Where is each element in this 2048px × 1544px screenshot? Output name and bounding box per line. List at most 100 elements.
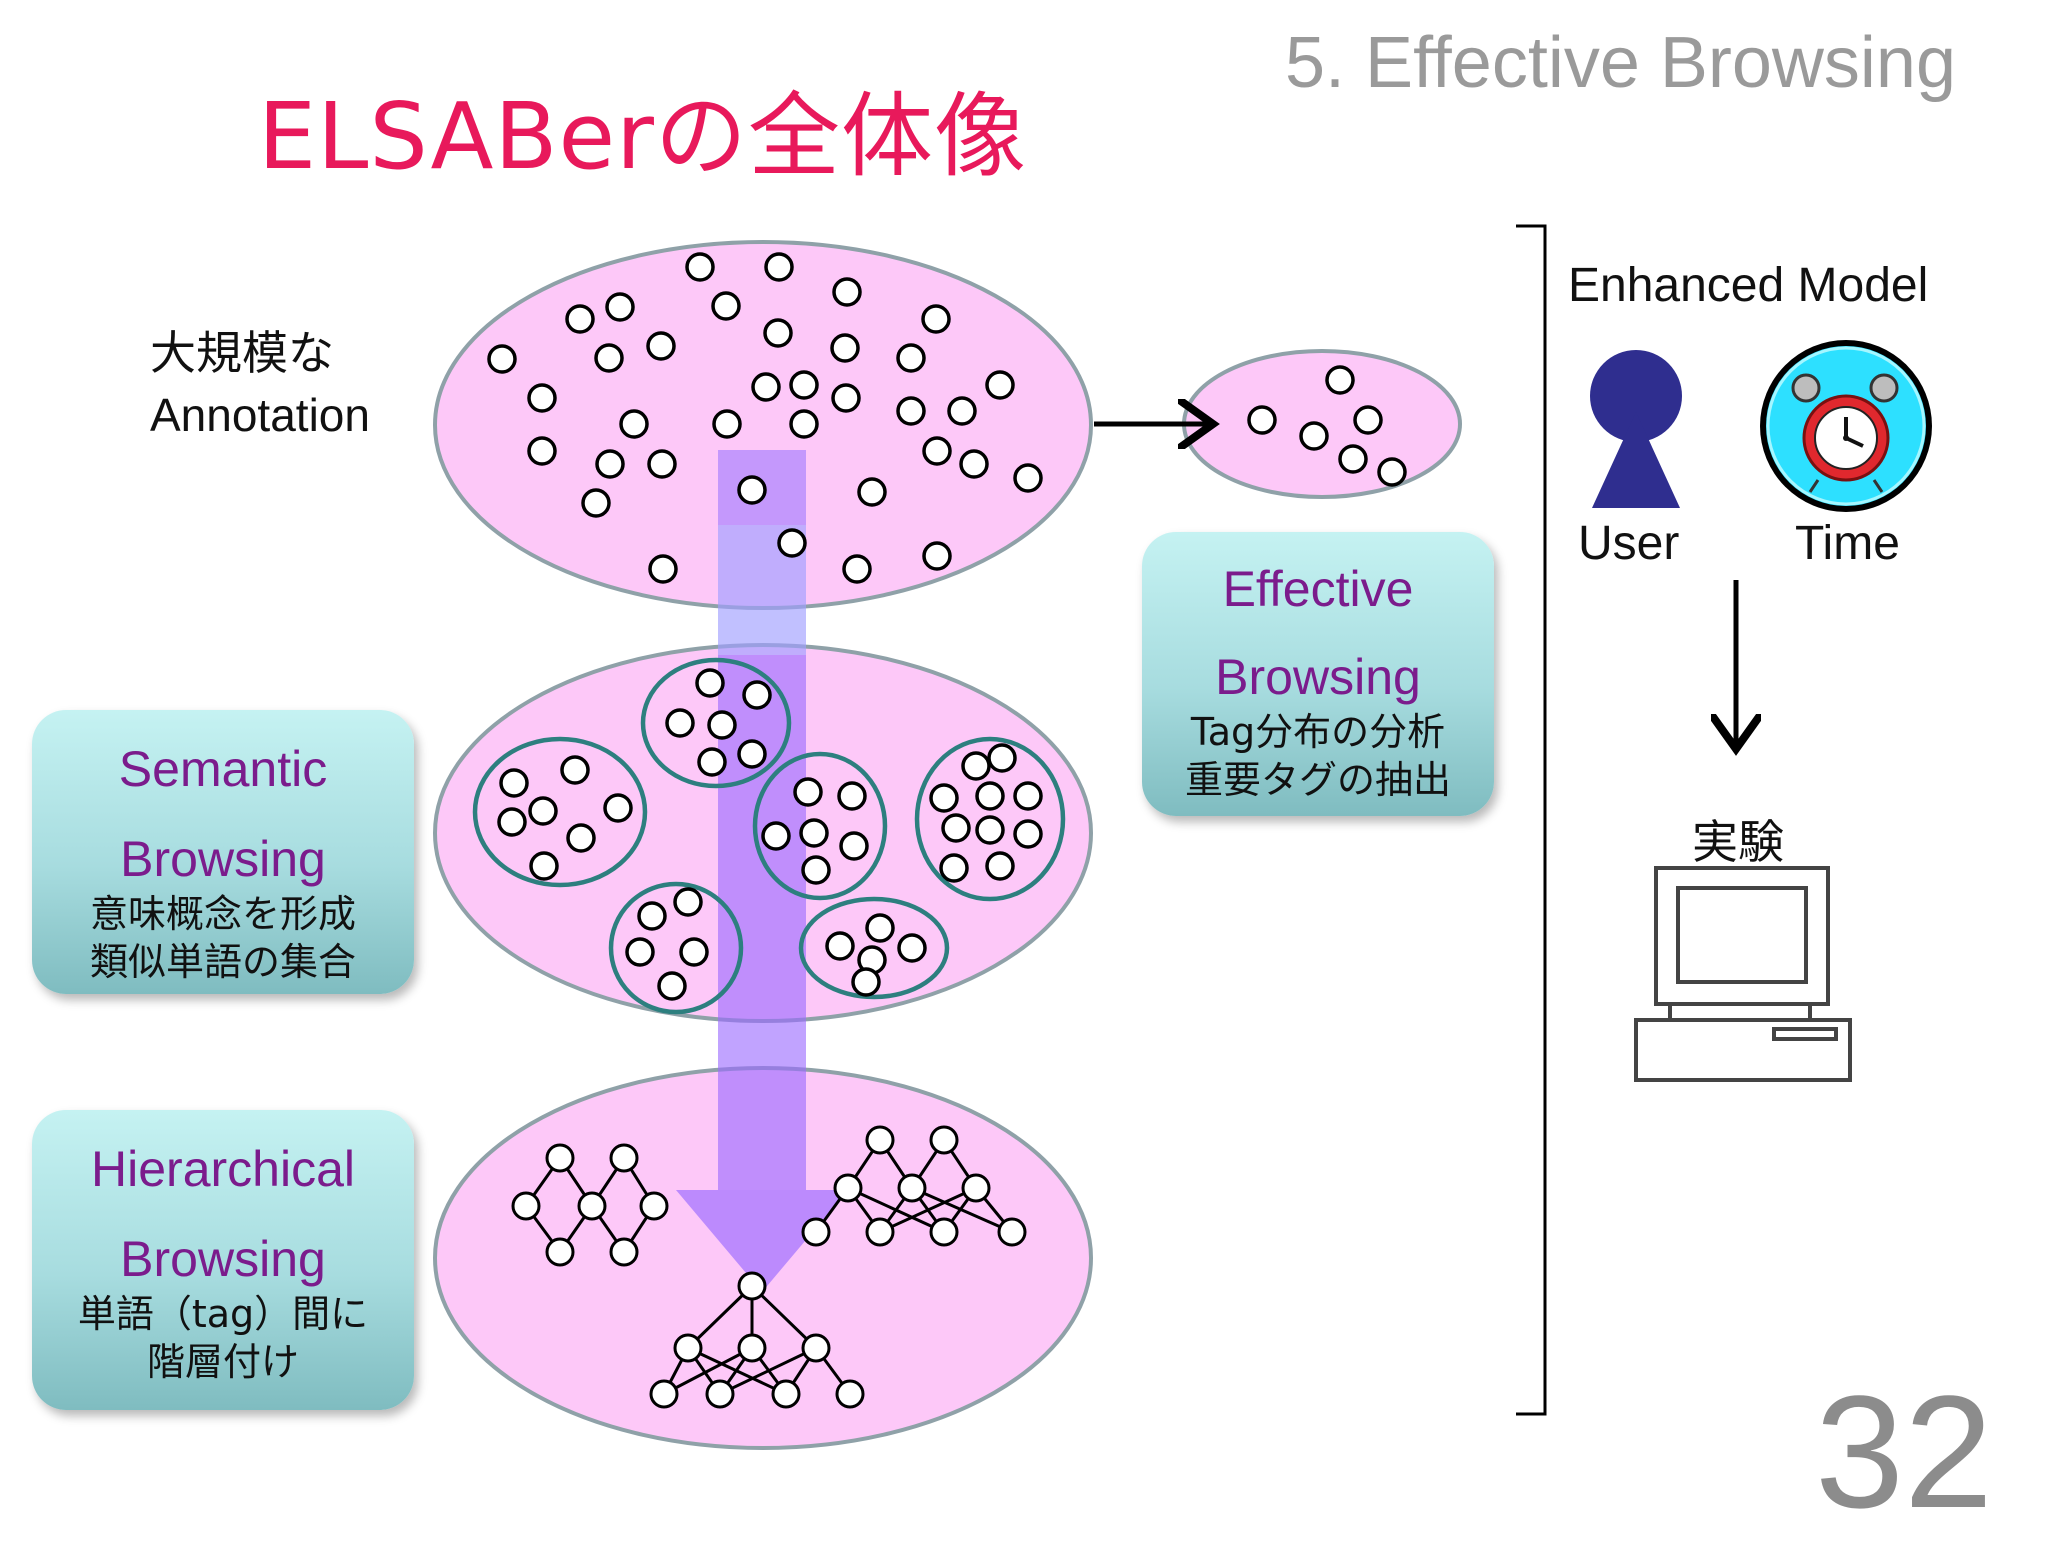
semantic-browsing-title-line2: Browsing	[120, 831, 326, 887]
annotation-label-line1: 大規模な	[150, 327, 334, 379]
tag-node	[529, 851, 559, 881]
cluster	[640, 657, 792, 789]
tag-node	[625, 937, 655, 967]
tag-node	[839, 831, 869, 861]
tag-node	[673, 887, 703, 917]
tag-node	[712, 409, 742, 439]
effective-tags	[1247, 365, 1407, 487]
tag-node	[646, 331, 676, 361]
tag-node	[594, 343, 624, 373]
tag-node	[825, 931, 855, 961]
user-label: User	[1578, 517, 1680, 570]
tag-node	[737, 475, 767, 505]
tag-node	[961, 751, 991, 781]
tag-node	[1353, 405, 1383, 435]
tag-node	[763, 318, 793, 348]
hierarchical-browsing-title-line2: Browsing	[120, 1231, 326, 1287]
tag-node	[1299, 421, 1329, 451]
tag-node	[975, 815, 1005, 845]
tag-node	[637, 901, 667, 931]
tag-node	[896, 343, 926, 373]
tag-node	[527, 436, 557, 466]
tag-node	[603, 793, 633, 823]
tag-node	[647, 449, 677, 479]
tag-node	[985, 370, 1015, 400]
semantic-browsing-desc-line2: 類似単語の集合	[89, 940, 356, 984]
tag-node	[581, 488, 611, 518]
alarm-clock-icon	[1760, 340, 1932, 512]
cluster	[472, 736, 648, 888]
tag-node	[789, 370, 819, 400]
tag-node	[697, 747, 727, 777]
tag-node	[499, 768, 529, 798]
annotation-label: 大規模な Annotation	[150, 322, 370, 446]
tag-node	[619, 409, 649, 439]
effective-browsing-desc-line2: 重要タグの抽出	[1184, 758, 1451, 802]
tag-node	[921, 304, 951, 334]
tag-node	[1013, 781, 1043, 811]
tag-node	[777, 528, 807, 558]
tag-node	[1247, 405, 1277, 435]
tag-node	[1013, 819, 1043, 849]
tag-node	[975, 781, 1005, 811]
tag-node	[528, 796, 558, 826]
enhanced-model-bracket	[1516, 224, 1547, 1416]
tag-node	[793, 777, 823, 807]
tag-node	[761, 821, 791, 851]
cluster	[752, 751, 888, 901]
tag-node	[737, 739, 767, 769]
tag-node	[897, 933, 927, 963]
tag-node	[851, 967, 881, 997]
semantic-clusters	[472, 657, 1066, 1015]
time-label: Time	[1795, 517, 1900, 570]
tag-node	[857, 477, 887, 507]
tag-node	[565, 304, 595, 334]
semantic-browsing-title-line1: Semantic	[118, 741, 328, 797]
tag-node	[842, 554, 872, 584]
slide-title: ELSABerの全体像	[258, 83, 1027, 190]
effective-browsing-title-line1: Effective	[1222, 561, 1414, 617]
tag-node	[789, 409, 819, 439]
tag-node	[742, 680, 772, 710]
tag-node	[941, 813, 971, 843]
tag-node	[560, 755, 590, 785]
tag-node	[657, 971, 687, 1001]
tag-node	[711, 291, 741, 321]
tag-node	[801, 855, 831, 885]
tag-node	[685, 252, 715, 282]
hierarchical-browsing-desc-line2: 階層付け	[146, 1340, 299, 1384]
semantic-browsing-callout: Semantic Browsing 意味概念を形成 類似単語の集合	[32, 710, 414, 994]
tag-node	[922, 541, 952, 571]
user-icon	[1590, 350, 1682, 508]
tag-node	[1013, 463, 1043, 493]
tag-node	[751, 372, 781, 402]
hierarchical-browsing-desc-line1: 単語（tag）間に	[77, 1292, 369, 1336]
tag-node	[947, 396, 977, 426]
tag-node	[929, 783, 959, 813]
tag-node	[959, 449, 989, 479]
cluster	[798, 896, 950, 1000]
effective-browsing-desc-line1: Tag分布の分析	[1190, 710, 1446, 754]
tag-node	[837, 781, 867, 811]
tag-node	[896, 396, 926, 426]
tag-node	[595, 449, 625, 479]
tag-node	[707, 710, 737, 740]
tag-node	[831, 383, 861, 413]
tag-node	[939, 853, 969, 883]
page-number: 32	[1815, 1362, 1993, 1541]
tag-node	[1325, 365, 1355, 395]
tag-node	[695, 668, 725, 698]
tag-node	[799, 818, 829, 848]
computer-icon	[1634, 866, 1852, 1082]
effective-browsing-callout: Effective Browsing Tag分布の分析 重要タグの抽出	[1142, 532, 1494, 816]
tag-node	[487, 344, 517, 374]
tag-node	[497, 807, 527, 837]
tag-node	[566, 823, 596, 853]
tag-node	[987, 743, 1017, 773]
section-heading: 5. Effective Browsing	[1285, 23, 1956, 103]
tag-hierarchies	[511, 1125, 1027, 1409]
flow-arrow	[676, 450, 848, 1292]
tag-node	[865, 913, 895, 943]
tag-node	[1377, 457, 1407, 487]
